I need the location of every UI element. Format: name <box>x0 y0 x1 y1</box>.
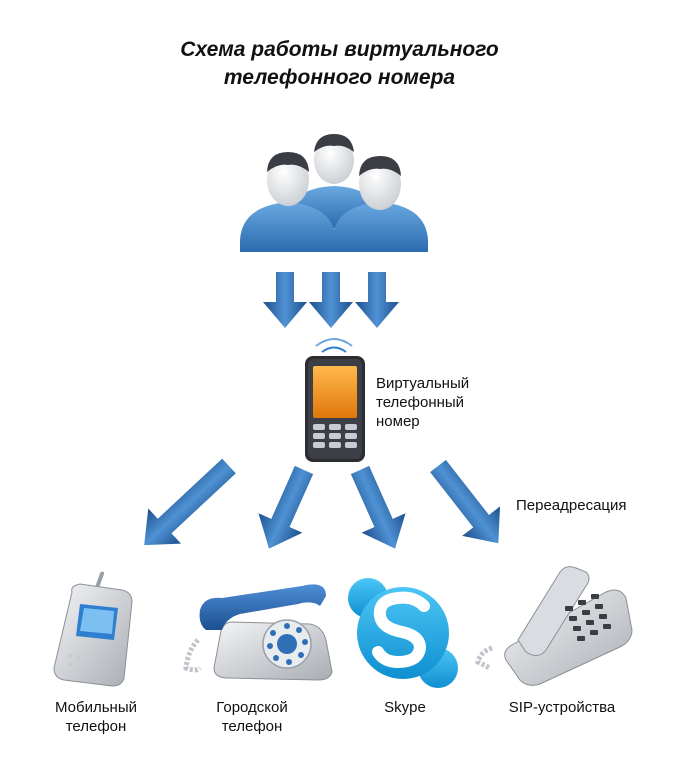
device-label-skype: Skype <box>345 698 465 717</box>
users-group-icon <box>240 134 428 252</box>
arrow-to-landline-icon <box>258 465 314 549</box>
down-arrow-icon <box>309 272 353 328</box>
down-arrow-icon <box>355 272 399 328</box>
person-icon <box>240 152 336 252</box>
virtual-number-line-1: Виртуальный <box>376 375 470 392</box>
incoming-calls-arrows <box>263 272 399 328</box>
landline-phone-icon <box>183 584 333 681</box>
signal-waves-icon <box>315 338 353 353</box>
device-label-sip: SIP-устройства <box>487 698 637 717</box>
virtual-number-line-2: телефонный <box>376 394 465 411</box>
virtual-phone-icon <box>305 356 365 462</box>
device-label-line-2: телефон <box>221 718 283 735</box>
device-label-landline: Городской телефон <box>192 698 312 736</box>
mobile-phone-icon <box>53 571 133 687</box>
title-line-2: телефонного номера <box>223 66 456 89</box>
device-label-line-1: SIP-устройства <box>508 699 616 716</box>
person-icon <box>332 156 428 252</box>
forwarding-arrows <box>144 458 501 549</box>
forwarding-label: Переадресация <box>516 497 627 514</box>
device-label-line-1: Городской <box>216 699 288 716</box>
device-label-mobile: Мобильный телефон <box>36 698 156 736</box>
virtual-number-label: Виртуальный телефонный номер <box>376 374 469 431</box>
arrow-to-mobile-icon <box>144 458 236 546</box>
skype-icon <box>348 578 458 688</box>
sip-phone-icon <box>475 566 633 686</box>
arrow-to-skype-icon <box>350 465 406 549</box>
diagram-title: Схема работы виртуального телефонного но… <box>0 36 679 92</box>
device-label-line-2: телефон <box>65 718 127 735</box>
virtual-number-line-3: номер <box>376 413 420 430</box>
arrow-to-sip-icon <box>430 459 501 544</box>
device-label-line-1: Мобильный <box>55 699 137 716</box>
down-arrow-icon <box>263 272 307 328</box>
device-label-line-1: Skype <box>384 699 426 716</box>
title-line-1: Схема работы виртуального <box>180 38 499 61</box>
